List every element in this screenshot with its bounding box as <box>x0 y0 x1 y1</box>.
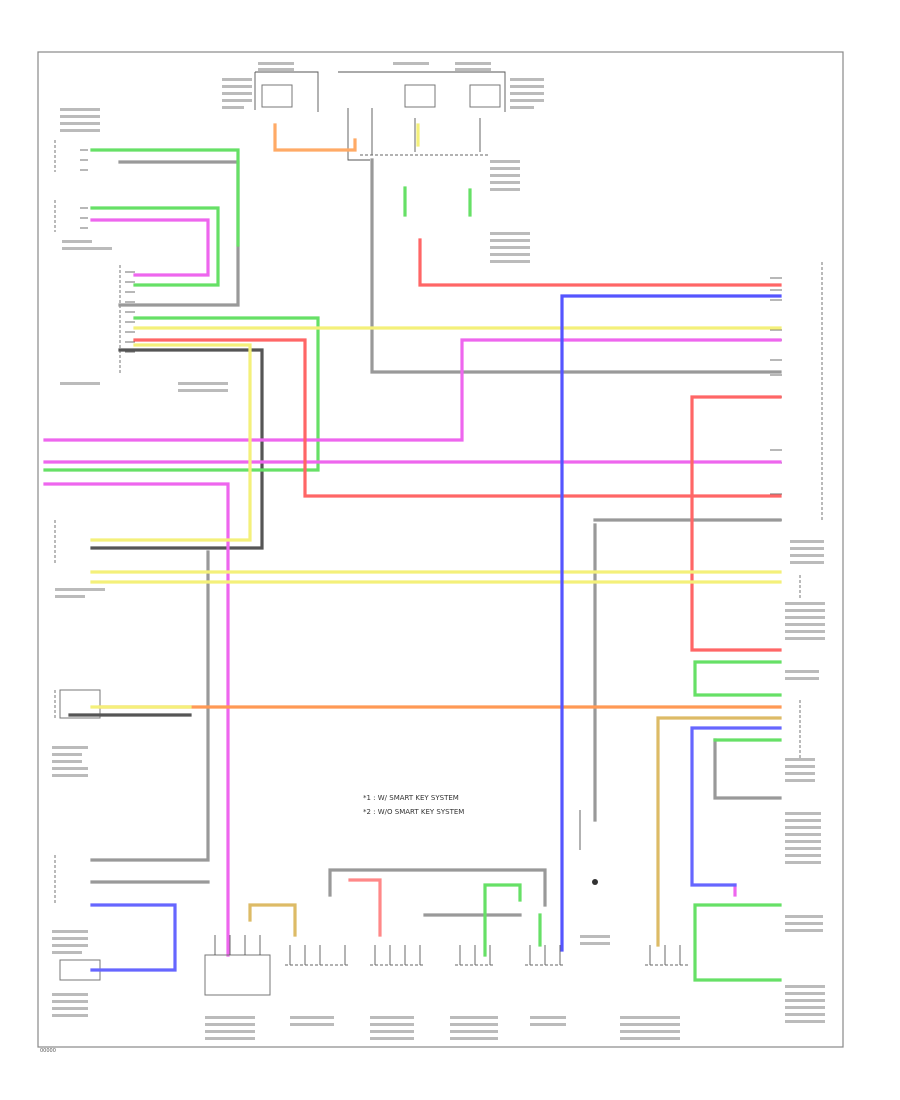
label-multiplex <box>60 382 228 392</box>
left-connectors <box>54 140 101 981</box>
red-wires <box>133 238 782 937</box>
label-clock-switch <box>62 240 112 250</box>
label-left-switch-1 <box>60 108 100 132</box>
diagram-frame <box>37 51 844 1048</box>
yellow-wires <box>90 123 782 709</box>
label-right-relays <box>490 160 530 263</box>
legend-line-1: *1 : W/ SMART KEY SYSTEM <box>363 794 459 802</box>
top-fuse-block <box>254 71 506 161</box>
blue-wires <box>90 294 782 972</box>
black-wires <box>68 348 264 717</box>
label-top-left-fuse <box>222 62 544 109</box>
label-left-lower <box>52 588 105 1017</box>
footer-code: 00000 <box>40 1048 56 1054</box>
bottom-connectors <box>204 810 690 996</box>
pink-wires <box>43 218 782 957</box>
label-blocks <box>52 62 825 1040</box>
orange-wires <box>98 123 782 947</box>
legend-line-2: *2 : W/O SMART KEY SYSTEM <box>363 808 464 816</box>
label-body-ecu-side <box>785 540 825 1023</box>
label-bottom-components <box>205 935 680 1040</box>
multiplex-connector <box>119 265 135 375</box>
body-ecu-connector <box>770 262 823 760</box>
green-wires <box>43 148 782 982</box>
